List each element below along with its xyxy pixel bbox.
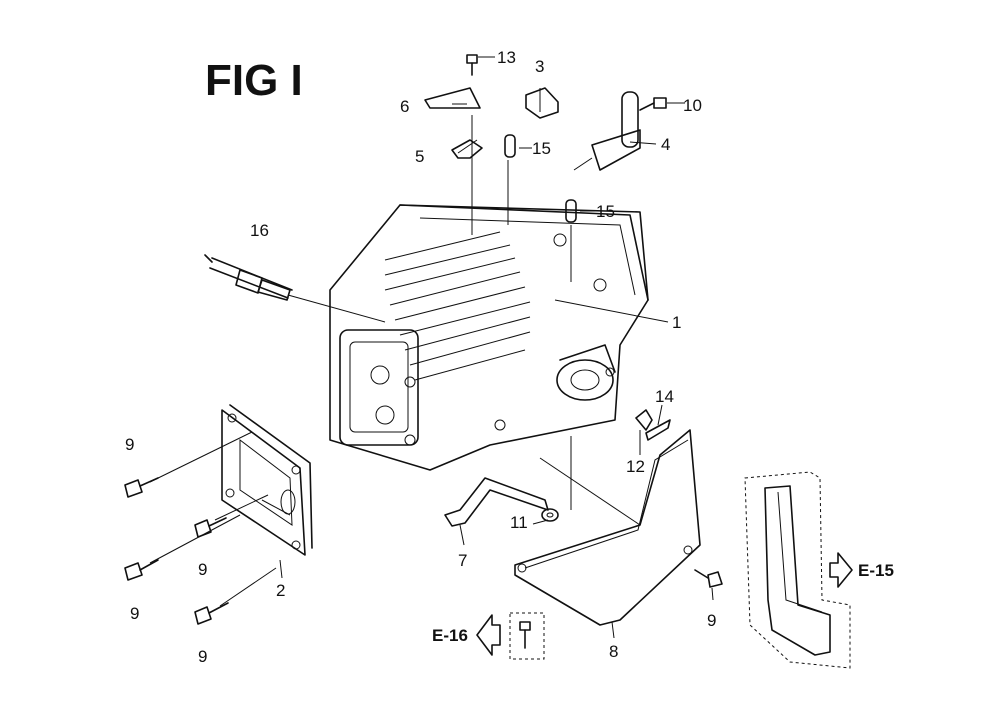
bolt-9 [194,602,229,625]
nut [635,409,653,431]
callout-4: 4 [661,135,670,154]
callout-9: 9 [198,647,207,666]
breather-bracket [573,91,641,171]
rod-bracket [444,477,549,527]
callout-9: 9 [707,611,716,630]
callout-9: 9 [130,604,139,623]
leader-lines [149,56,714,639]
hollow-arrow-left-icon [476,614,501,656]
callout-8: 8 [609,642,618,661]
dowel-pin [565,199,577,223]
holder-block [525,87,559,119]
e16-reference-box [509,612,545,660]
reference-e15-label: E-15 [858,561,894,580]
callout-7: 7 [458,551,467,570]
callout-2: 2 [276,581,285,600]
hollow-arrow-right-icon [829,552,853,588]
bolt-9 [124,559,159,581]
screw-13 [466,54,478,76]
callout-5: 5 [415,147,424,166]
bolt-9 [694,569,723,588]
callout-12: 12 [626,457,645,476]
callout-10: 10 [683,96,702,115]
callout-3: 3 [535,57,544,76]
clip [451,139,483,159]
washer [541,508,559,522]
spark-plug [204,254,293,301]
shield-plate [424,87,481,109]
dowel-pin [504,134,516,158]
callout-1: 1 [672,313,681,332]
air-shroud [514,429,701,626]
head-cover-plate [221,404,313,556]
callout-16: 16 [250,221,269,240]
bolt-9 [194,517,227,538]
callout-6: 6 [400,97,409,116]
spring-clip [645,419,671,441]
figure-title: FIG I [205,56,303,105]
reference-e16-label: E-16 [432,626,468,645]
callout-15: 15 [596,202,615,221]
callout-11: 11 [510,513,528,532]
e15-reference-box [744,471,851,669]
callout-9: 9 [198,560,207,579]
callout-14: 14 [655,387,674,406]
callout-13: 13 [497,48,516,67]
callout-9: 9 [125,435,134,454]
callout-15: 15 [532,139,551,158]
bolt-10 [639,97,667,111]
cylinder-block [329,204,649,471]
